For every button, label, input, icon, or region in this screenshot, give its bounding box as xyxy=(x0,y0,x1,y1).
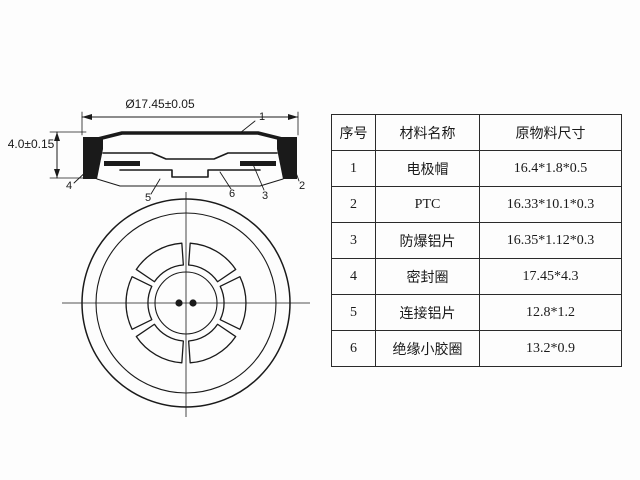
table-row: 2 PTC 16.33*10.1*0.3 xyxy=(331,186,622,223)
callout-5: 5 xyxy=(145,192,151,204)
cell-size: 12.8*1.2 xyxy=(479,294,622,331)
cell-size: 13.2*0.9 xyxy=(479,330,622,367)
arrowhead-down-icon xyxy=(54,169,60,178)
header-no: 序号 xyxy=(331,114,376,151)
cell-material: PTC xyxy=(375,186,480,223)
callout-6: 6 xyxy=(229,188,235,200)
callout-2: 2 xyxy=(299,180,305,192)
materials-table: 序号 材料名称 原物料尺寸 1 电极帽 16.4*1.8*0.5 2 PTC 1… xyxy=(331,114,622,367)
cell-material: 绝缘小胶圈 xyxy=(375,330,480,367)
inner-rim-circle xyxy=(95,212,277,394)
hub-circle xyxy=(154,271,218,335)
cell-no: 5 xyxy=(331,294,376,331)
cell-material: 防爆铝片 xyxy=(375,222,480,259)
table-row: 1 电极帽 16.4*1.8*0.5 xyxy=(331,150,622,187)
weld-dot-right xyxy=(189,299,197,307)
dim-height-label: 4.0±0.15 xyxy=(8,137,55,151)
cell-material: 连接铝片 xyxy=(375,294,480,331)
callout-4: 4 xyxy=(66,180,72,192)
dim-height: 4.0±0.15 xyxy=(8,131,87,179)
cell-size: 16.33*10.1*0.3 xyxy=(479,186,622,223)
arrowhead-up-icon xyxy=(54,132,60,141)
table-row: 6 绝缘小胶圈 13.2*0.9 xyxy=(331,330,622,367)
cell-material: 密封圈 xyxy=(375,258,480,295)
weld-dot-left xyxy=(175,299,183,307)
cell-no: 1 xyxy=(331,150,376,187)
outer-rim-circle xyxy=(81,198,291,408)
arrowhead-right-icon xyxy=(288,114,298,120)
table-header-row: 序号 材料名称 原物料尺寸 xyxy=(331,114,622,151)
cell-material: 电极帽 xyxy=(375,150,480,187)
table-row: 4 密封圈 17.45*4.3 xyxy=(331,258,622,295)
callout-3: 3 xyxy=(262,190,268,202)
callout-1: 1 xyxy=(259,111,265,123)
cell-size: 17.45*4.3 xyxy=(479,258,622,295)
dim-diameter-label: Ø17.45±0.05 xyxy=(125,97,195,111)
dim-diameter: Ø17.45±0.05 xyxy=(81,97,299,136)
cross-section-view: Ø17.45±0.05 4.0±0.15 xyxy=(8,97,305,204)
table-row: 3 防爆铝片 16.35*1.12*0.3 xyxy=(331,222,622,259)
cell-size: 16.4*1.8*0.5 xyxy=(479,150,622,187)
arrowhead-left-icon xyxy=(82,114,92,120)
skirt-outline xyxy=(96,178,284,187)
cell-no: 6 xyxy=(331,330,376,367)
cell-no: 3 xyxy=(331,222,376,259)
table-row: 5 连接铝片 12.8*1.2 xyxy=(331,294,622,331)
callouts: 1 2 3 4 5 6 xyxy=(66,111,305,204)
header-material: 材料名称 xyxy=(375,114,480,151)
cell-no: 2 xyxy=(331,186,376,223)
ptc-ring-left xyxy=(104,161,140,166)
header-size: 原物料尺寸 xyxy=(479,114,622,151)
top-view xyxy=(62,192,310,417)
seal-crimp-right xyxy=(277,137,297,179)
ptc-ring-right xyxy=(240,161,276,166)
cell-no: 4 xyxy=(331,258,376,295)
seal-crimp-left xyxy=(83,137,103,179)
cell-size: 16.35*1.12*0.3 xyxy=(479,222,622,259)
burst-disc-section xyxy=(102,152,278,160)
electrode-cap-section xyxy=(84,131,296,152)
connect-sheet-section xyxy=(119,169,261,178)
